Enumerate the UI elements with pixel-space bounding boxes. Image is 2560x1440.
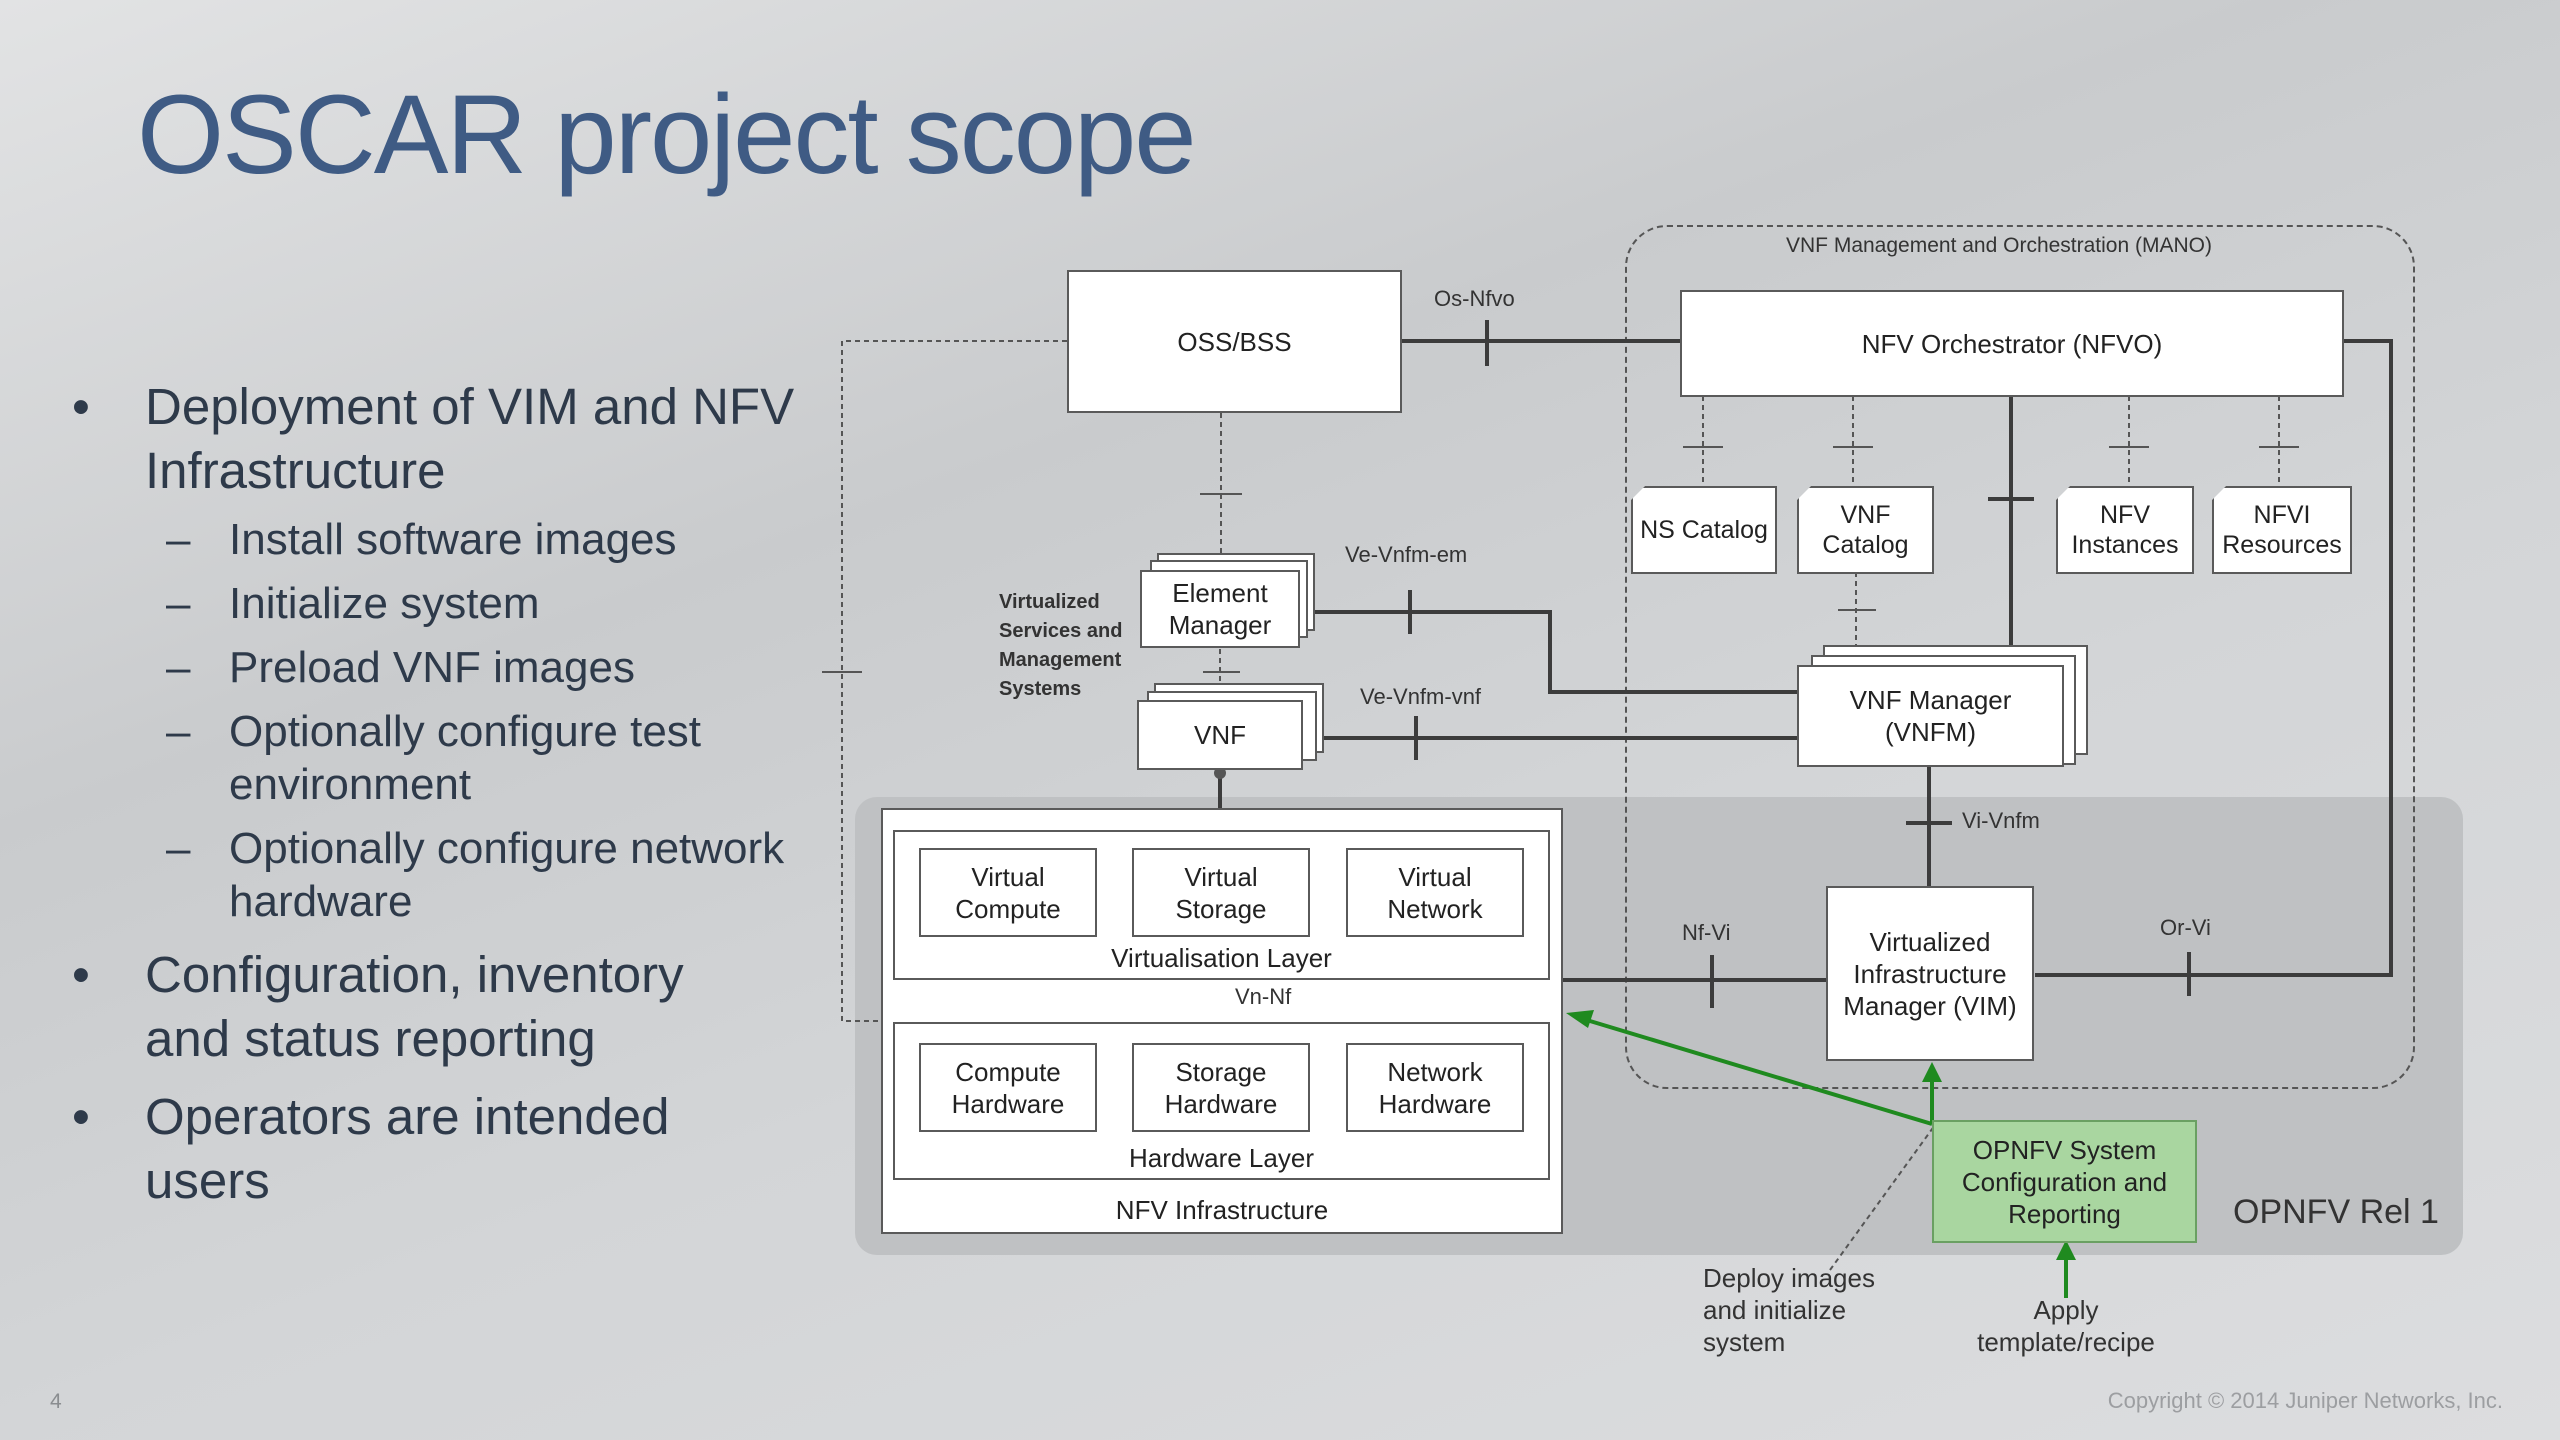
bullet-marker: • (72, 378, 90, 435)
deploy-images-label: Deploy images and initialize system (1703, 1263, 1875, 1357)
virtual-network-box: Virtual Network (1346, 848, 1524, 937)
ref-nf-vi: Nf-Vi (1682, 920, 1731, 945)
bullet-deployment: Deployment of VIM and NFV Infrastructure (145, 378, 795, 499)
page-number: 4 (50, 1390, 62, 1413)
sub-bullet-test-env: Optionally configure test environment (229, 707, 702, 809)
sub-bullet-preload: Preload VNF images (229, 643, 635, 692)
sub-bullet-initialize: Initialize system (229, 579, 540, 628)
nfvi-resources: NFVI Resources (2212, 486, 2352, 574)
nfv-instances: NFV Instances (2056, 486, 2194, 574)
vn-nf-label: Vn-Nf (1235, 984, 1292, 1009)
network-hardware-box: Network Hardware (1346, 1043, 1524, 1132)
dash-marker: – (166, 579, 191, 628)
virtualized-services-label: Virtualized Services and Management Syst… (999, 591, 1123, 700)
virtual-compute-box: Virtual Compute (919, 848, 1097, 937)
ref-ve-vnfm-vnf: Ve-Vnfm-vnf (1360, 684, 1482, 709)
mano-label: VNF Management and Orchestration (MANO) (1786, 234, 2212, 257)
vim-box: Virtualized Infrastructure Manager (VIM) (1826, 886, 2034, 1061)
storage-hardware-box: Storage Hardware (1132, 1043, 1310, 1132)
vnf-manager-box: VNF Manager (VNFM) (1797, 665, 2064, 767)
sub-bullet-network-hw: Optionally configure network hardware (229, 824, 785, 926)
vnf-catalog: VNF Catalog (1797, 486, 1934, 574)
virtual-storage-box: Virtual Storage (1132, 848, 1310, 937)
dash-marker: – (166, 707, 191, 756)
dash-marker: – (166, 643, 191, 692)
opnfv-system-box: OPNFV System Configuration and Reporting (1932, 1120, 2197, 1243)
compute-hardware-box: Compute Hardware (919, 1043, 1097, 1132)
slide-title: OSCAR project scope (137, 72, 1197, 197)
element-manager-box: Element Manager (1140, 570, 1300, 648)
ns-catalog: NS Catalog (1631, 486, 1777, 574)
nfv-infrastructure-label: NFV Infrastructure (1115, 1195, 1329, 1225)
virtualisation-layer-label: Virtualisation Layer (1111, 943, 1332, 973)
sub-bullet-install: Install software images (229, 515, 677, 564)
bullet-marker: • (72, 1088, 90, 1145)
bullet-config-reporting: Configuration, inventory and status repo… (145, 946, 684, 1067)
oss-bss-box: OSS/BSS (1067, 270, 1402, 413)
bullet-marker: • (72, 946, 90, 1003)
opnfv-rel-label: OPNFV Rel 1 (2233, 1193, 2439, 1231)
ref-vi-vnfm: Vi-Vnfm (1962, 808, 2040, 833)
apply-template-label: Apply template/recipe (1977, 1295, 2155, 1357)
dash-marker: – (166, 824, 191, 873)
vnf-box: VNF (1137, 700, 1303, 770)
copyright-notice: Copyright © 2014 Juniper Networks, Inc. (2107, 1388, 2503, 1413)
ref-or-vi: Or-Vi (2160, 915, 2211, 940)
mano-container (1625, 225, 2415, 1089)
ref-ve-vnfm-em: Ve-Vnfm-em (1345, 542, 1468, 567)
bullet-operators: Operators are intended users (145, 1088, 670, 1209)
hardware-layer-label: Hardware Layer (1129, 1143, 1314, 1173)
ref-os-nfvo: Os-Nfvo (1434, 286, 1515, 311)
nfvo-box: NFV Orchestrator (NFVO) (1680, 290, 2344, 397)
dash-marker: – (166, 515, 191, 564)
